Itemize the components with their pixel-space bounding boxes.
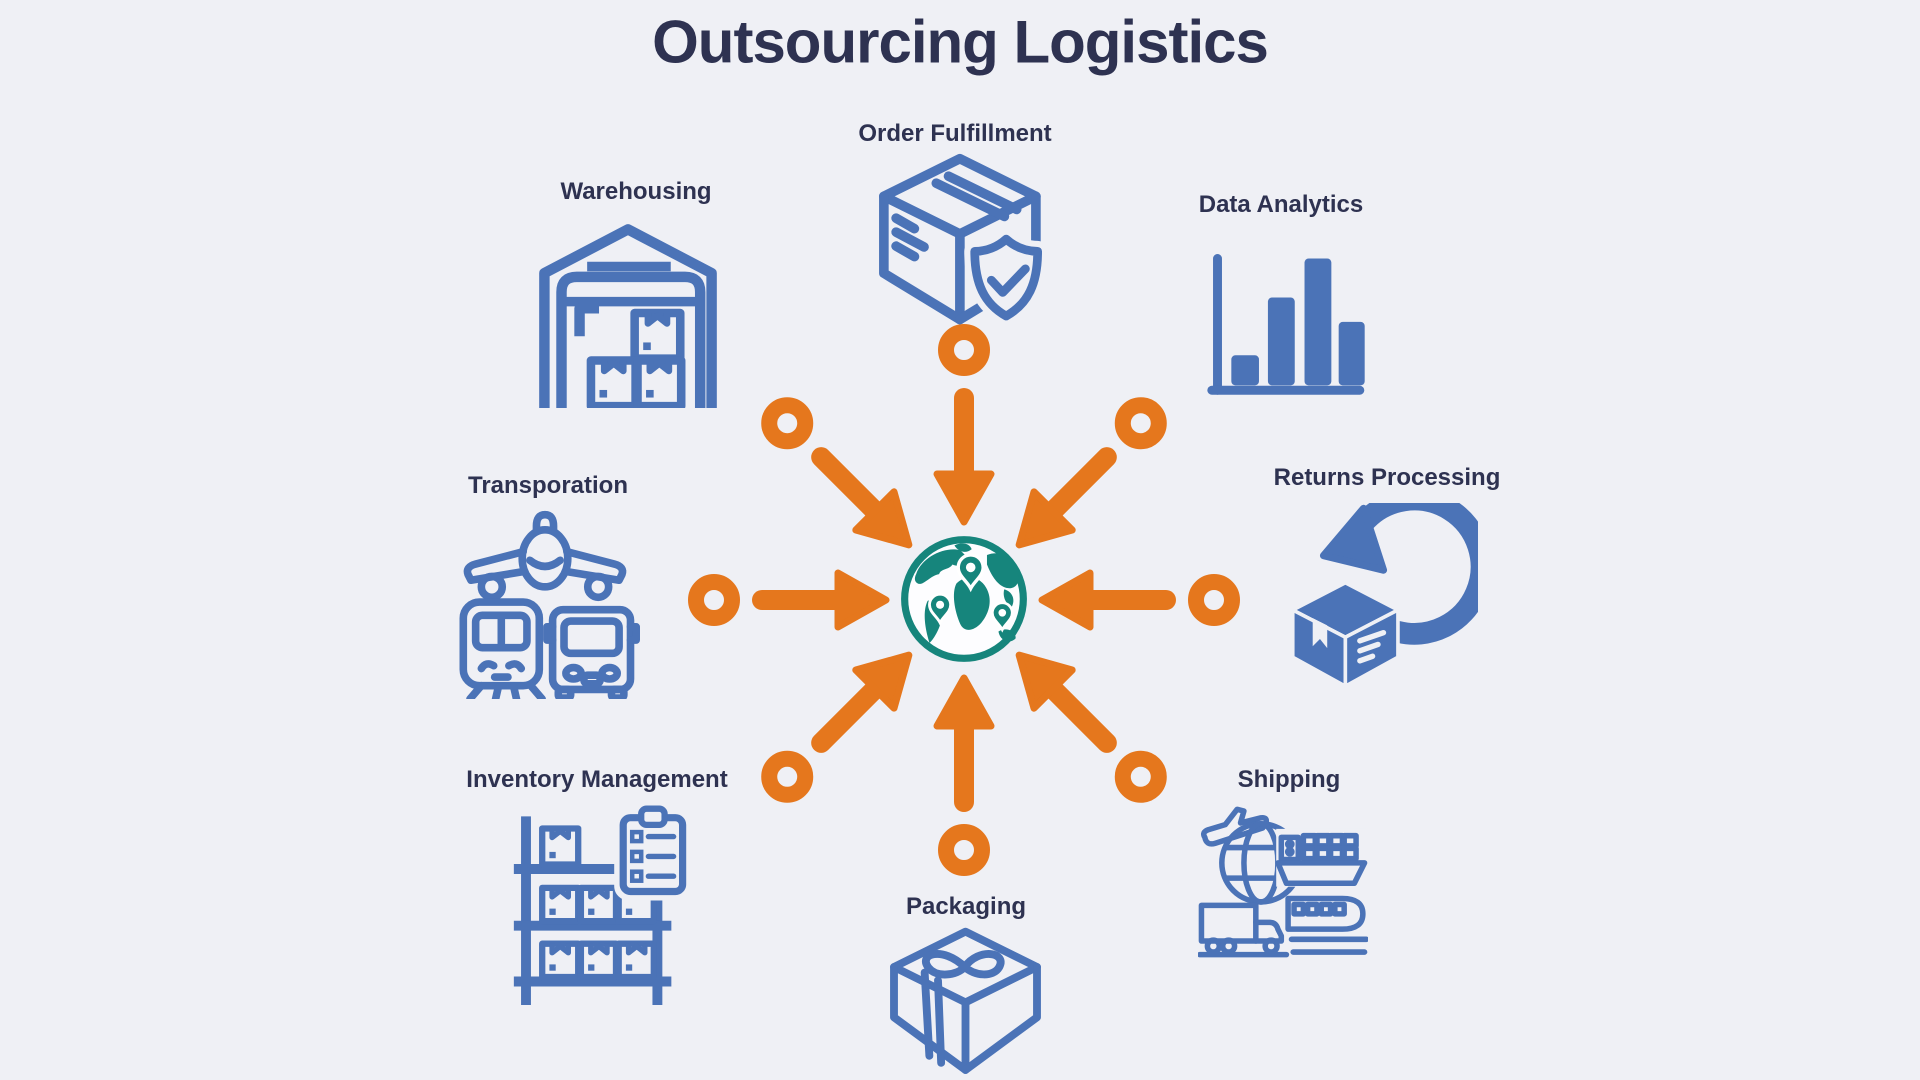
spoke-packaging <box>933 674 995 876</box>
plane-train-bus-icon <box>459 510 640 699</box>
spoke-shipping <box>1015 651 1167 803</box>
spoke-origin-ring-icon <box>761 750 814 803</box>
category-label: Order Fulfillment <box>858 120 1052 147</box>
spoke-origin-ring-icon <box>761 397 814 450</box>
category-label: Inventory Management <box>466 766 728 793</box>
arrow-shaft <box>811 679 885 753</box>
spoke-transporation <box>688 569 890 631</box>
spoke-origin-ring-icon <box>938 824 990 876</box>
package-shield-check-icon <box>879 153 1049 327</box>
category-label: Transporation <box>467 472 629 499</box>
spoke-warehousing <box>761 397 913 549</box>
spoke-origin-ring-icon <box>1114 397 1167 450</box>
spoke-origin-ring-icon <box>688 574 740 626</box>
spoke-origin-ring-icon <box>1114 750 1167 803</box>
spoke-origin-ring-icon <box>938 324 990 376</box>
arrow-head-icon <box>852 651 913 712</box>
arrow-head-icon <box>1038 569 1094 631</box>
category-label: Warehousing <box>560 178 712 205</box>
arrow-head-icon <box>933 470 995 526</box>
return-box-arrow-icon <box>1290 503 1478 688</box>
multimodal-freight-icon <box>1198 806 1368 958</box>
spoke-origin-ring-icon <box>1188 574 1240 626</box>
arrow-head-icon <box>1015 651 1076 712</box>
location-pin-icon <box>928 553 1014 633</box>
arrow-head-icon <box>852 488 913 549</box>
arrow-shaft <box>811 447 885 521</box>
spoke-order-fulfillment <box>933 324 995 526</box>
arrow-shaft <box>1043 447 1117 521</box>
arrow-shaft <box>1043 679 1117 753</box>
bar-chart-icon <box>1207 254 1365 395</box>
arrow-head-icon <box>834 569 890 631</box>
category-label: Data Analytics <box>1198 191 1364 218</box>
arrow-head-icon <box>1015 488 1076 549</box>
arrow-head-icon <box>933 674 995 730</box>
warehouse-icon <box>539 224 717 408</box>
shelf-clipboard-icon <box>513 805 688 1005</box>
globe-with-location-pins-icon <box>901 536 1027 662</box>
wrapped-parcel-icon <box>890 927 1041 1074</box>
category-label: Packaging <box>905 893 1027 920</box>
category-label: Shipping <box>1237 766 1341 793</box>
spoke-returns-processing <box>1038 569 1240 631</box>
page-title: Outsourcing Logistics <box>652 8 1269 76</box>
category-label: Returns Processing <box>1273 464 1501 491</box>
spoke-inventory-management <box>761 651 913 803</box>
spoke-data-analytics <box>1015 397 1167 549</box>
